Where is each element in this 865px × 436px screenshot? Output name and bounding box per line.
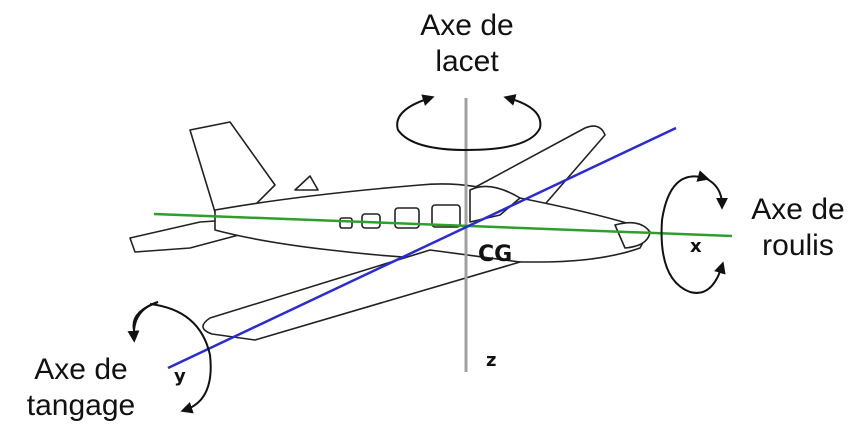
pitch-axis-line <box>167 126 677 370</box>
center-of-gravity-label: CG <box>478 242 513 267</box>
roll-axis-label: Axe de roulis <box>733 192 863 264</box>
yaw-rotation-arrow <box>396 94 542 152</box>
tail-fin <box>189 121 276 213</box>
pitch-axis-label: Axe de tangage <box>6 352 156 424</box>
yaw-axis-label-line2: lacet <box>435 45 499 78</box>
roll-axis-label-line1: Axe de <box>751 193 845 226</box>
x-axis-letter: x <box>690 236 702 257</box>
airplane-outline <box>129 121 651 341</box>
window-1 <box>339 217 353 229</box>
roll-rotation-arrow-tail <box>704 177 728 210</box>
pitch-axis-label-line2: tangage <box>26 389 136 422</box>
window-4 <box>431 204 461 228</box>
y-axis-letter: y <box>174 366 186 387</box>
antenna <box>294 175 319 191</box>
roll-axis-line <box>153 212 733 238</box>
pitch-rotation-arrow-head <box>127 301 159 343</box>
roll-axis-label-line2: roulis <box>762 229 834 262</box>
pitch-axis-label-line1: Axe de <box>34 353 128 386</box>
roll-rotation-arrow <box>660 170 726 294</box>
near-wing <box>202 249 521 341</box>
windshield <box>469 185 521 223</box>
z-axis-letter: z <box>486 350 497 371</box>
yaw-axis-label: Axe de lacet <box>392 8 542 80</box>
far-wing <box>469 125 606 211</box>
yaw-axis-label-line1: Axe de <box>420 9 514 42</box>
